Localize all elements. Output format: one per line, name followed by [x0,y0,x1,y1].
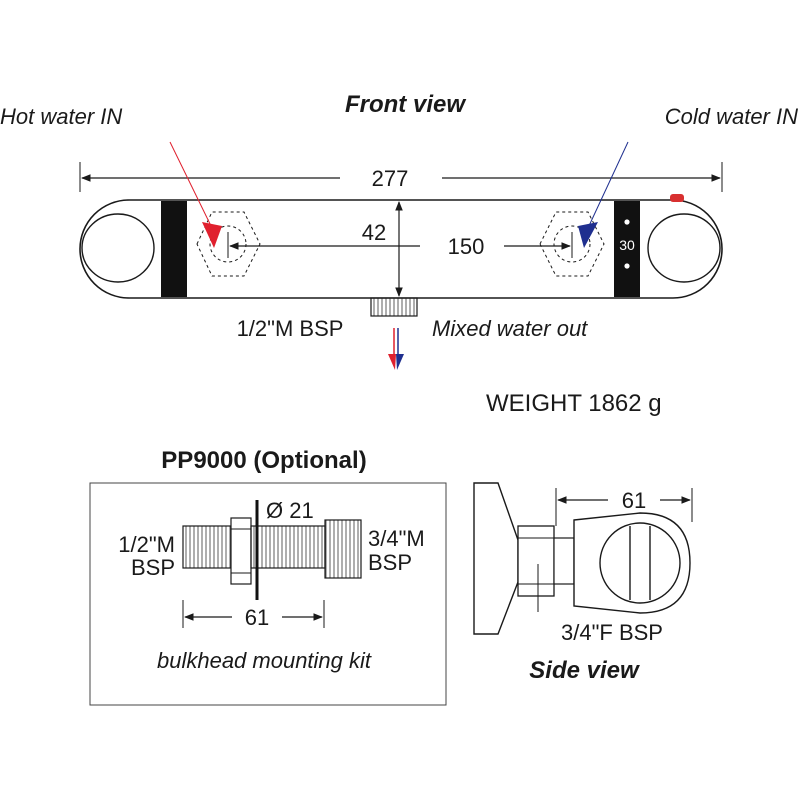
centers-dimension: 150 [227,232,573,259]
kit-left-thread-label-1: 1/2"M [118,532,175,557]
outlet-thread-label: 1/2"M BSP [237,316,344,341]
cold-water-label: Cold water IN [665,104,798,129]
kit-length-dimension: 61 [182,600,325,630]
dial-number: 30 [619,237,635,253]
weight-label: WEIGHT 1862 g [486,390,662,417]
kit-diameter-label: Ø 21 [266,498,314,523]
kit-left-thread [182,525,232,569]
side-hex-connector [517,525,555,597]
bulkhead-kit: PP9000 (Optional) Ø 21 1/2"M BSP 3/4"M B… [89,447,447,706]
hot-water-label: Hot water IN [0,104,122,129]
kit-middle-thread [250,525,326,569]
hot-knob-band [161,201,187,297]
cold-handle-cap [647,213,721,283]
side-thread-label: 3/4"F BSP [561,620,663,645]
safety-button [670,194,684,202]
cold-inlet-arrow [578,222,598,248]
front-view-title: Front view [345,91,466,118]
overall-width-dimension: 277 [79,162,723,192]
kit-caption: bulkhead mounting kit [157,648,372,673]
side-view-title: Side view [529,657,640,684]
front-view: Front view Hot water IN Cold water IN 27… [0,91,798,417]
side-depth-label: 61 [622,488,646,513]
hot-inlet-hex [196,211,261,277]
kit-title: PP9000 (Optional) [161,447,366,474]
side-wall-flange [473,482,519,635]
kit-right-thread-label-1: 3/4"M [368,526,425,551]
kit-length-label: 61 [245,605,269,630]
overall-width-label: 277 [372,166,409,191]
kit-nut [230,517,252,585]
hot-handle-cap [81,213,155,283]
side-depth-dimension: 61 [555,488,693,526]
height-dimension: 42 [362,201,403,297]
side-body-circle [599,522,681,604]
height-label: 42 [362,220,386,245]
centers-label: 150 [448,234,485,259]
hot-inlet-arrow [202,222,222,248]
kit-right-thread [324,519,362,579]
kit-right-thread-label-2: BSP [368,550,412,575]
kit-frame [89,482,447,706]
cold-inlet-hex [539,211,605,277]
mixed-water-arrow [388,354,396,370]
outlet-fitting [370,297,418,317]
cold-knob-band [614,201,640,297]
kit-left-thread-label-2: BSP [131,555,175,580]
mixed-water-label: Mixed water out [432,316,588,341]
side-view: 61 3/4"F BSP Side view [473,482,693,684]
side-body [573,512,691,614]
